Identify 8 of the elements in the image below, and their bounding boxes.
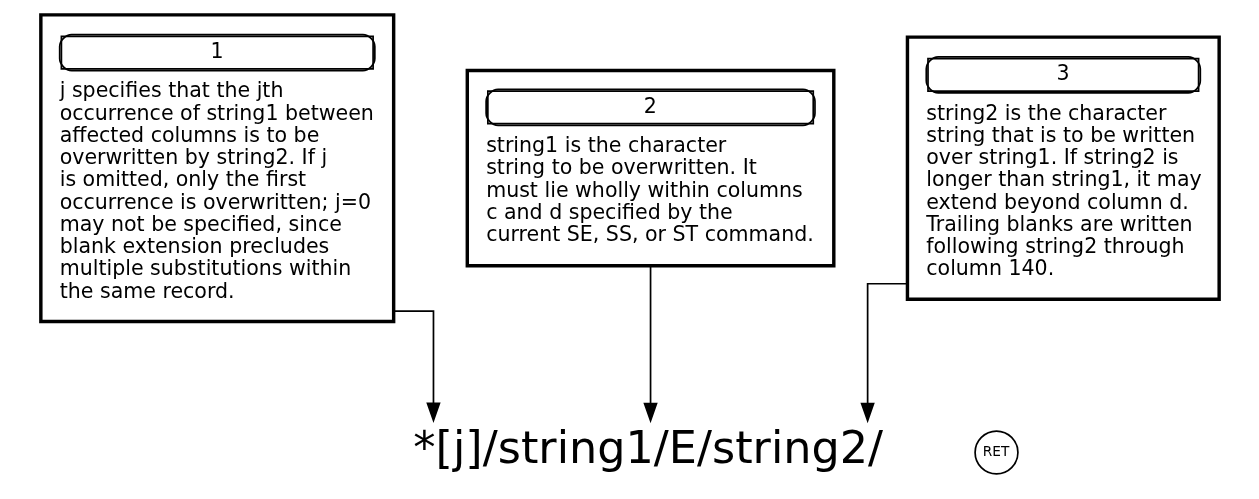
node-circle: RET	[973, 430, 1019, 475]
arrow	[392, 310, 441, 423]
arrow	[642, 265, 658, 424]
node-box: 1 j specifies that the jth occurrence of string1 between affected columns is to be overwritten by string2. If j is omitted, only the first occurrence is overwritten; j=0 may not be specified, since blank extension precludes multiple substitutions within the same record.	[38, 13, 395, 324]
node-box: 3 string2 is the character string that is to be written over string1. If string2 is longer than string1, it may extend beyond column d. Trailing blanks are written following string2 through column 140.	[905, 35, 1221, 301]
arrow	[859, 282, 908, 424]
node-box: 2 string1 is the character string to be overwritten. It must lie wholly within columns c and d specified by the current SE, SS, or ST command.	[465, 68, 835, 268]
node-text: *[j]/string1/E/string2/	[412, 422, 883, 474]
